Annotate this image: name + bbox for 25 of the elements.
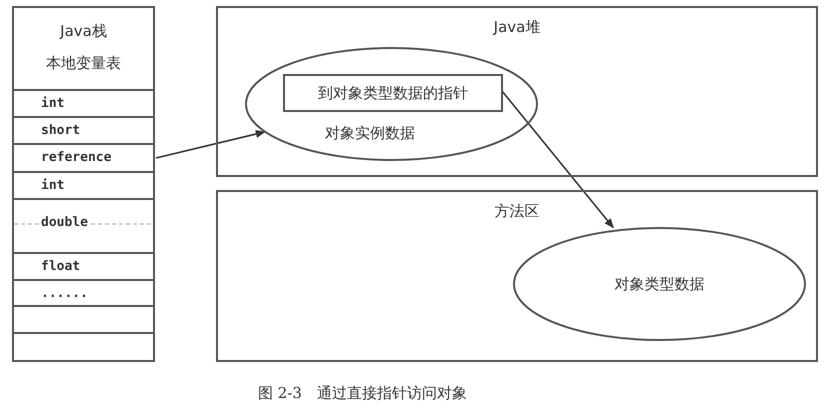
stack-slot xyxy=(12,89,155,118)
arrow xyxy=(501,90,614,228)
ellipse-label: 对象实例数据 xyxy=(325,124,415,143)
arrow xyxy=(156,130,266,159)
memory-area xyxy=(216,190,818,362)
stack-header xyxy=(12,6,155,91)
area-title: 方法区 xyxy=(494,202,540,221)
stack-slot xyxy=(12,143,155,173)
object-ellipse xyxy=(513,227,806,341)
stack-slot xyxy=(12,171,155,200)
figure-caption: 图 2-3 通过直接指针访问对象 xyxy=(258,384,467,403)
stack-slot xyxy=(12,198,155,254)
stack-subtitle: 本地变量表 xyxy=(46,54,121,73)
stack-slot xyxy=(12,305,155,334)
stack-slot xyxy=(12,279,155,307)
pointer-label: 到对象类型数据的指针 xyxy=(318,84,468,103)
stack-slot xyxy=(12,252,155,281)
stack-slot xyxy=(12,332,155,362)
ellipse-label: 对象类型数据 xyxy=(614,275,704,294)
stack-title: Java栈 xyxy=(60,22,107,41)
stack-slot xyxy=(12,116,155,145)
object-ellipse xyxy=(245,47,538,161)
pointer-box xyxy=(283,74,503,112)
area-title: Java堆 xyxy=(494,18,540,37)
memory-area xyxy=(216,6,818,177)
